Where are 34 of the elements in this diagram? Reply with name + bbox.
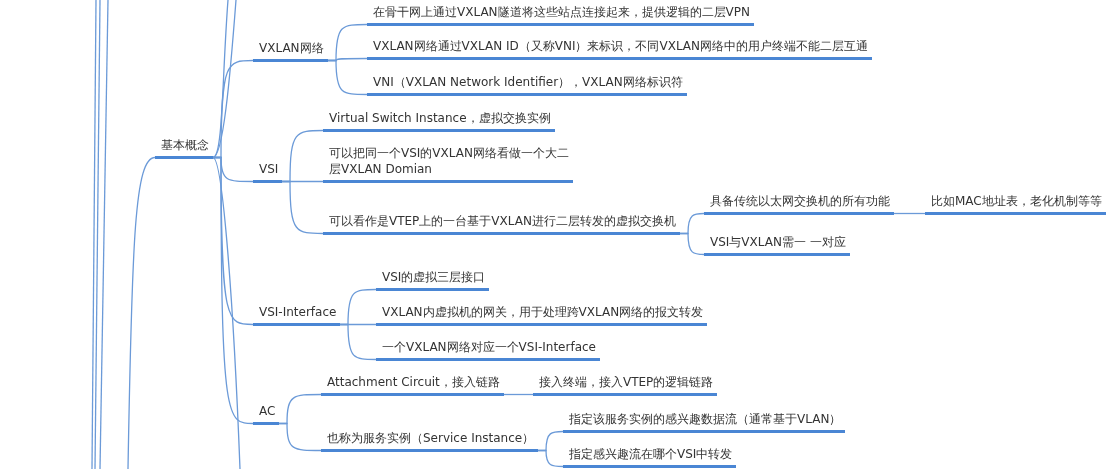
topic-label: Attachment Circuit，接入链路 [321, 373, 504, 396]
topic-label: 也称为服务实例（Service Instance） [321, 429, 539, 452]
connector-line [339, 323, 377, 361]
topic-label: VXLAN网络通过VXLAN ID（又称VNI）来标识，不同VXLAN网络中的用户终端不能二层互通 [367, 37, 873, 60]
topic-label: VSI [253, 160, 283, 183]
topic-label: 可以看作是VTEP上的一台基于VXLAN进行二层转发的虚拟交换机 [323, 212, 680, 235]
connector-line [212, 156, 254, 425]
topic-label: AC [253, 402, 280, 425]
connector-line [503, 393, 534, 396]
connector-line [537, 449, 564, 468]
topic-label: 指定该服务实例的感兴趣数据流（通常基于VLAN） [563, 410, 846, 433]
topic-label: 比如MAC地址表，老化机制等等 [925, 192, 1106, 215]
topic-label: VXLAN网络 [253, 39, 328, 62]
topic-label: VSI的虚拟三层接口 [376, 268, 490, 291]
topic-label: 在骨干网上通过VXLAN隧道将这些站点连接起来，提供逻辑的二层VPN [367, 3, 754, 26]
topic-label: 具备传统以太网交换机的所有功能 [704, 192, 894, 215]
topic-label: Virtual Switch Instance，虚拟交换实例 [323, 109, 555, 132]
connector-line [327, 59, 368, 96]
connector-line [278, 422, 322, 452]
topic-label: 基本概念 [155, 136, 213, 159]
connector-line [212, 156, 241, 469]
topic-label: 指定感兴趣流在哪个VSI中转发 [563, 445, 737, 468]
topic-label: 可以把同一个VSI的VXLAN网络看做一个大二层VXLAN Domian [323, 144, 573, 183]
connector-line [281, 180, 324, 235]
connector-line [212, 0, 237, 159]
topic-label: VXLAN内虚拟机的网关，用于处理跨VXLAN网络的报文转发 [376, 303, 708, 326]
topic-label: VSI与VXLAN需一 一对应 [704, 233, 850, 256]
connector-line [893, 212, 926, 215]
topic-label: 接入终端，接入VTEP的逻辑链路 [533, 373, 718, 396]
topic-label: VSI-Interface [253, 303, 341, 326]
topic-label: VNI（VXLAN Network Identifier），VXLAN网络标识符 [367, 73, 687, 96]
connector-line [679, 232, 705, 256]
connector-line [127, 156, 156, 469]
topic-label: 一个VXLAN网络对应一个VSI-Interface [376, 338, 600, 361]
